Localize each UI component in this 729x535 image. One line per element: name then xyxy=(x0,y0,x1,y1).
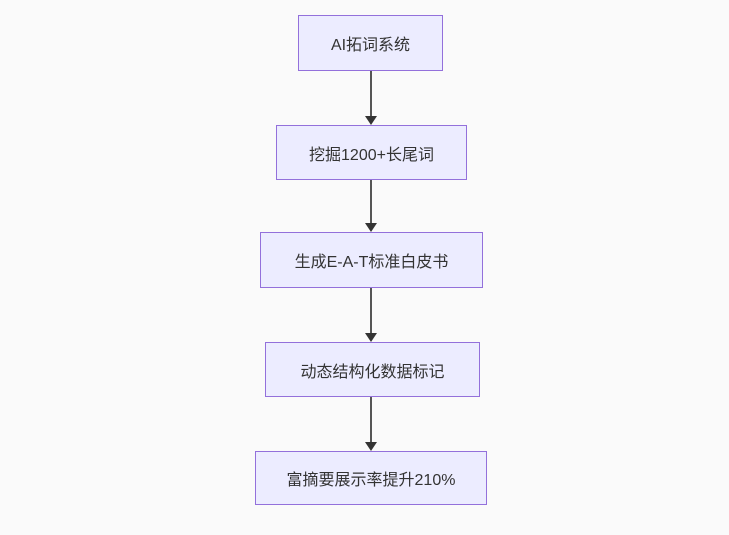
arrow-down-icon xyxy=(365,442,377,451)
arrow-line xyxy=(370,288,372,333)
flow-node-label: 生成E-A-T标准白皮书 xyxy=(294,254,449,271)
flow-node-label: 富摘要展示率提升210% xyxy=(286,472,456,489)
flow-node-eat-whitepaper: 生成E-A-T标准白皮书 xyxy=(260,232,483,288)
arrow-down-icon xyxy=(365,333,377,342)
arrow-line xyxy=(370,397,372,442)
flow-node-rich-snippet-result: 富摘要展示率提升210% xyxy=(255,451,487,505)
arrow-line xyxy=(370,180,372,223)
flow-arrow-2-to-3 xyxy=(365,180,377,232)
flow-node-label: 挖掘1200+长尾词 xyxy=(309,146,434,164)
flow-node-label: AI拓词系统 xyxy=(330,37,411,54)
flow-arrow-1-to-2 xyxy=(365,71,377,125)
flow-arrow-4-to-5 xyxy=(365,397,377,451)
arrow-line xyxy=(370,71,372,116)
flow-node-ai-keyword-system: AI拓词系统 xyxy=(298,15,443,71)
flow-arrow-3-to-4 xyxy=(365,288,377,342)
flow-node-label: 动态结构化数据标记 xyxy=(300,363,445,381)
arrow-down-icon xyxy=(365,116,377,125)
flow-node-structured-data-markup: 动态结构化数据标记 xyxy=(265,342,480,397)
flow-node-longtail-mining: 挖掘1200+长尾词 xyxy=(276,125,467,180)
arrow-down-icon xyxy=(365,223,377,232)
